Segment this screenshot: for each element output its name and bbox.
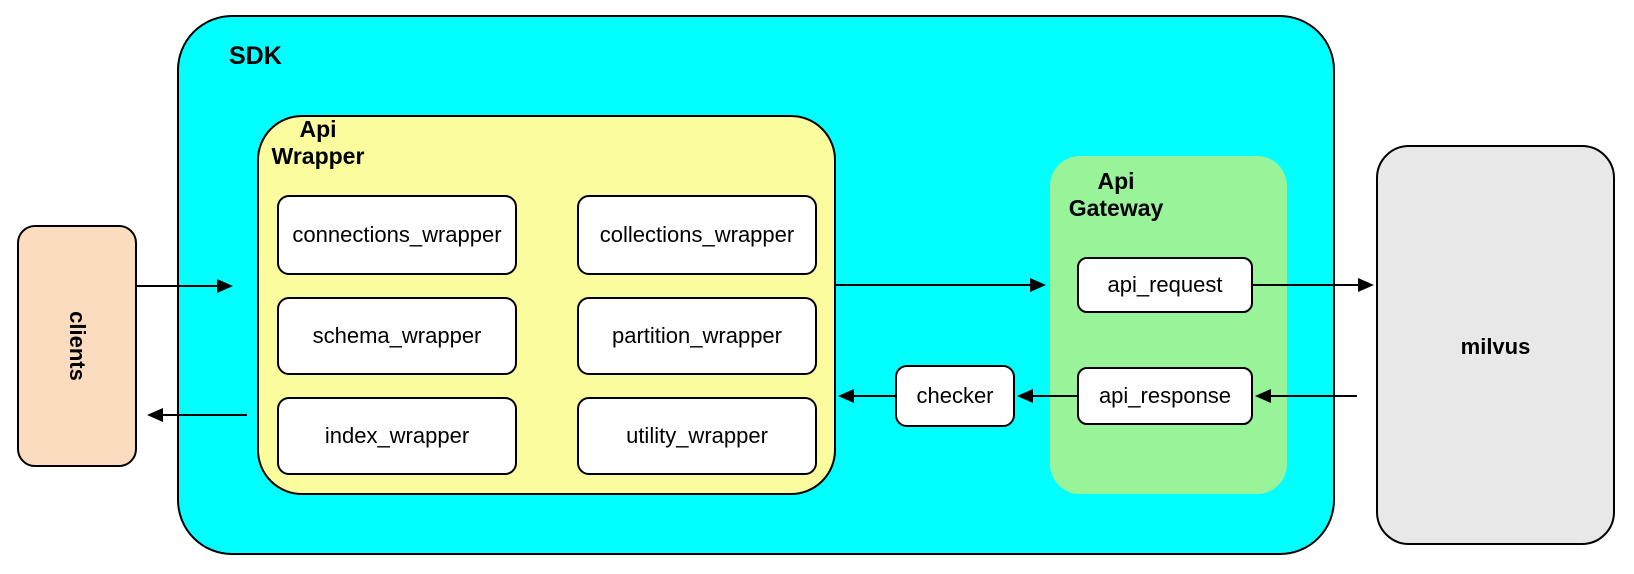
- arrow-checker-to-api-wrapper-line: [853, 395, 895, 397]
- arrow-sdk-to-clients-line: [162, 414, 247, 416]
- api-wrapper-label-line2: Wrapper: [271, 143, 365, 169]
- node-milvus: [1376, 145, 1615, 545]
- node-api-gateway-label: Api Gateway: [1050, 168, 1182, 222]
- arrow-right-head-icon: [1030, 278, 1046, 292]
- node-partition-wrapper: partition_wrapper: [577, 297, 817, 375]
- api-wrapper-label-line1: Api: [299, 116, 337, 142]
- arrow-api-response-to-checker-line: [1032, 395, 1077, 397]
- node-api-response: api_response: [1077, 367, 1253, 425]
- arrow-milvus-to-api-response-line: [1270, 395, 1357, 397]
- node-api-wrapper-label: Api Wrapper: [257, 116, 379, 170]
- node-utility-wrapper: utility_wrapper: [577, 397, 817, 475]
- arrow-api-request-to-milvus-line: [1253, 284, 1360, 286]
- node-api-request: api_request: [1077, 257, 1253, 313]
- node-clients: clients: [17, 225, 137, 467]
- arrow-left-head-icon: [1017, 389, 1033, 403]
- arrow-left-head-icon: [838, 389, 854, 403]
- node-index-wrapper: index_wrapper: [277, 397, 517, 475]
- api-gateway-label-line1: Api: [1097, 168, 1135, 194]
- node-clients-label: clients: [64, 311, 90, 381]
- node-collections-wrapper: collections_wrapper: [577, 195, 817, 275]
- node-sdk-label: SDK: [229, 42, 282, 70]
- arrow-left-head-icon: [147, 408, 163, 422]
- arrow-api-wrapper-to-api-gateway-line: [836, 284, 1032, 286]
- api-gateway-label-line2: Gateway: [1068, 195, 1164, 221]
- arrow-right-head-icon: [1358, 278, 1374, 292]
- arrow-left-head-icon: [1255, 389, 1271, 403]
- arrow-clients-to-sdk-line: [135, 285, 219, 287]
- node-milvus-label: milvus: [1460, 334, 1531, 359]
- node-api-gateway: [1050, 156, 1287, 494]
- arrow-right-head-icon: [217, 279, 233, 293]
- node-connections-wrapper: connections_wrapper: [277, 195, 517, 275]
- node-schema-wrapper: schema_wrapper: [277, 297, 517, 375]
- node-checker: checker: [895, 365, 1015, 427]
